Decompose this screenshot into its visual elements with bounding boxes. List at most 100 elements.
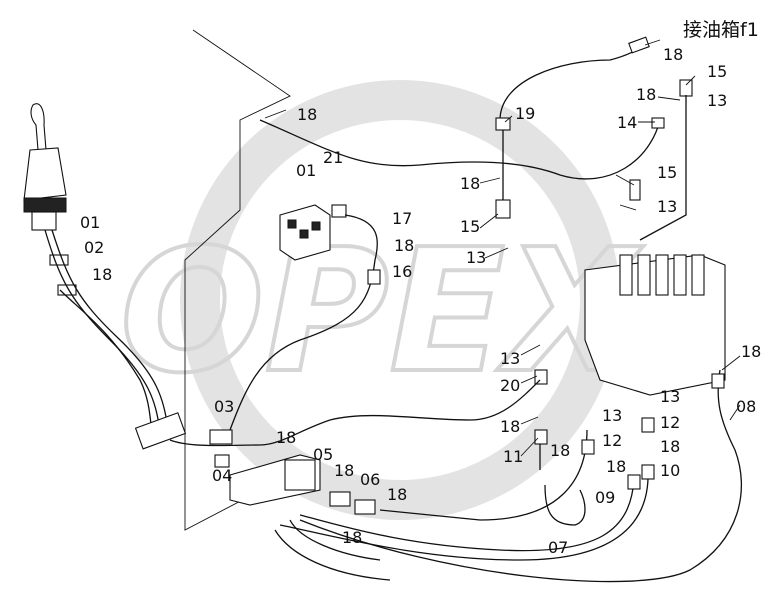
tank-return-label: 接油箱f1 (683, 19, 759, 41)
label-18: 18 (394, 236, 414, 255)
spool-5 (691, 254, 705, 296)
label-17: 17 (392, 209, 412, 228)
watermark: OPEX (118, 80, 646, 520)
label-18: 18 (334, 461, 354, 480)
hose-08 (299, 369, 742, 583)
label-02: 02 (84, 238, 104, 257)
label-18: 18 (342, 528, 362, 547)
label-13: 13 (657, 197, 677, 216)
fitting-21 (331, 204, 347, 218)
fitting-15-right (629, 179, 641, 201)
label-08: 08 (736, 397, 756, 416)
label-12: 12 (602, 431, 622, 450)
label-18: 18 (276, 428, 296, 447)
label-13: 13 (602, 406, 622, 425)
label-11: 11 (503, 447, 523, 466)
leader-13d (520, 344, 541, 356)
hose-lower-a (289, 519, 381, 561)
label-13: 13 (707, 91, 727, 110)
valve-port-c (311, 221, 321, 231)
label-18: 18 (297, 105, 317, 124)
leader-13c (619, 204, 637, 211)
hose-13-right (639, 95, 687, 241)
leader-15c (615, 174, 635, 186)
fitting-02 (49, 254, 69, 266)
fitting-03 (209, 429, 233, 445)
joystick-base (31, 211, 57, 231)
fitting-18-left (57, 284, 77, 296)
leader-20 (520, 375, 538, 384)
joystick-valve (23, 103, 77, 296)
hose-joystick-b (51, 229, 169, 429)
valve-port-a (287, 219, 297, 229)
fitting-12-left (581, 439, 595, 455)
label-21: 21 (323, 148, 343, 167)
fitting-15-center (495, 199, 511, 219)
spool-4 (673, 254, 687, 296)
label-09: 09 (595, 488, 615, 507)
label-10: 10 (660, 461, 680, 480)
label-01: 01 (80, 213, 100, 232)
main-control-valve (584, 179, 726, 396)
label-18: 18 (550, 441, 570, 460)
label-07: 07 (548, 538, 568, 557)
hose-07 (544, 484, 586, 526)
label-18: 18 (460, 174, 480, 193)
label-05: 05 (313, 445, 333, 464)
label-18: 18 (92, 265, 112, 284)
leader-18d (479, 177, 501, 184)
fitting-12-right (641, 417, 655, 433)
callout-labels: 18 15 18 13 14 18 19 01 21 15 13 18 15 1… (80, 45, 761, 557)
fitting-18-lower (354, 499, 376, 515)
leader-18c (264, 109, 287, 119)
label-15: 15 (707, 62, 727, 81)
mounting-plate-outline (184, 29, 301, 531)
label-18: 18 (606, 457, 626, 476)
label-03: 03 (214, 397, 234, 416)
joystick-handle (30, 103, 47, 151)
lower-manifold (209, 429, 376, 515)
label-04: 04 (212, 466, 232, 485)
leader-13b (484, 247, 509, 259)
label-18: 18 (663, 45, 683, 64)
joystick-body (23, 197, 67, 213)
block-05 (284, 459, 316, 491)
spool-3 (655, 254, 669, 296)
label-06: 06 (360, 470, 380, 489)
label-12: 12 (660, 413, 680, 432)
bulkhead-plate (134, 412, 187, 450)
fitting-15-top (679, 79, 693, 97)
label-18: 18 (660, 437, 680, 456)
label-01: 01 (296, 161, 316, 180)
fitting-18-top (628, 36, 650, 54)
hose-joystick-a (44, 229, 161, 431)
label-13: 13 (500, 349, 520, 368)
watermark-text: OPEX (120, 213, 644, 411)
hose-03 (169, 379, 541, 447)
label-18: 18 (387, 485, 407, 504)
joystick-boot (23, 147, 67, 201)
leader-19 (504, 115, 513, 123)
hose-lower-b (274, 529, 391, 581)
fitting-14 (651, 117, 665, 129)
label-16: 16 (392, 262, 412, 281)
hose-10 (279, 469, 649, 561)
leader-08 (729, 404, 741, 421)
label-18: 18 (741, 342, 761, 361)
spool-1 (619, 254, 633, 296)
label-13: 13 (466, 248, 486, 267)
label-15: 15 (657, 163, 677, 182)
fitting-16 (367, 269, 381, 285)
fitting-10 (641, 464, 655, 480)
fitting-11 (534, 429, 548, 445)
label-18: 18 (500, 417, 520, 436)
leader-lines (264, 39, 741, 457)
label-19: 19 (515, 104, 535, 123)
hose-09 (299, 479, 635, 552)
hose-upper-right (259, 119, 661, 180)
hose-joystick-c (59, 289, 153, 433)
label-18: 18 (636, 85, 656, 104)
label-15: 15 (460, 217, 480, 236)
